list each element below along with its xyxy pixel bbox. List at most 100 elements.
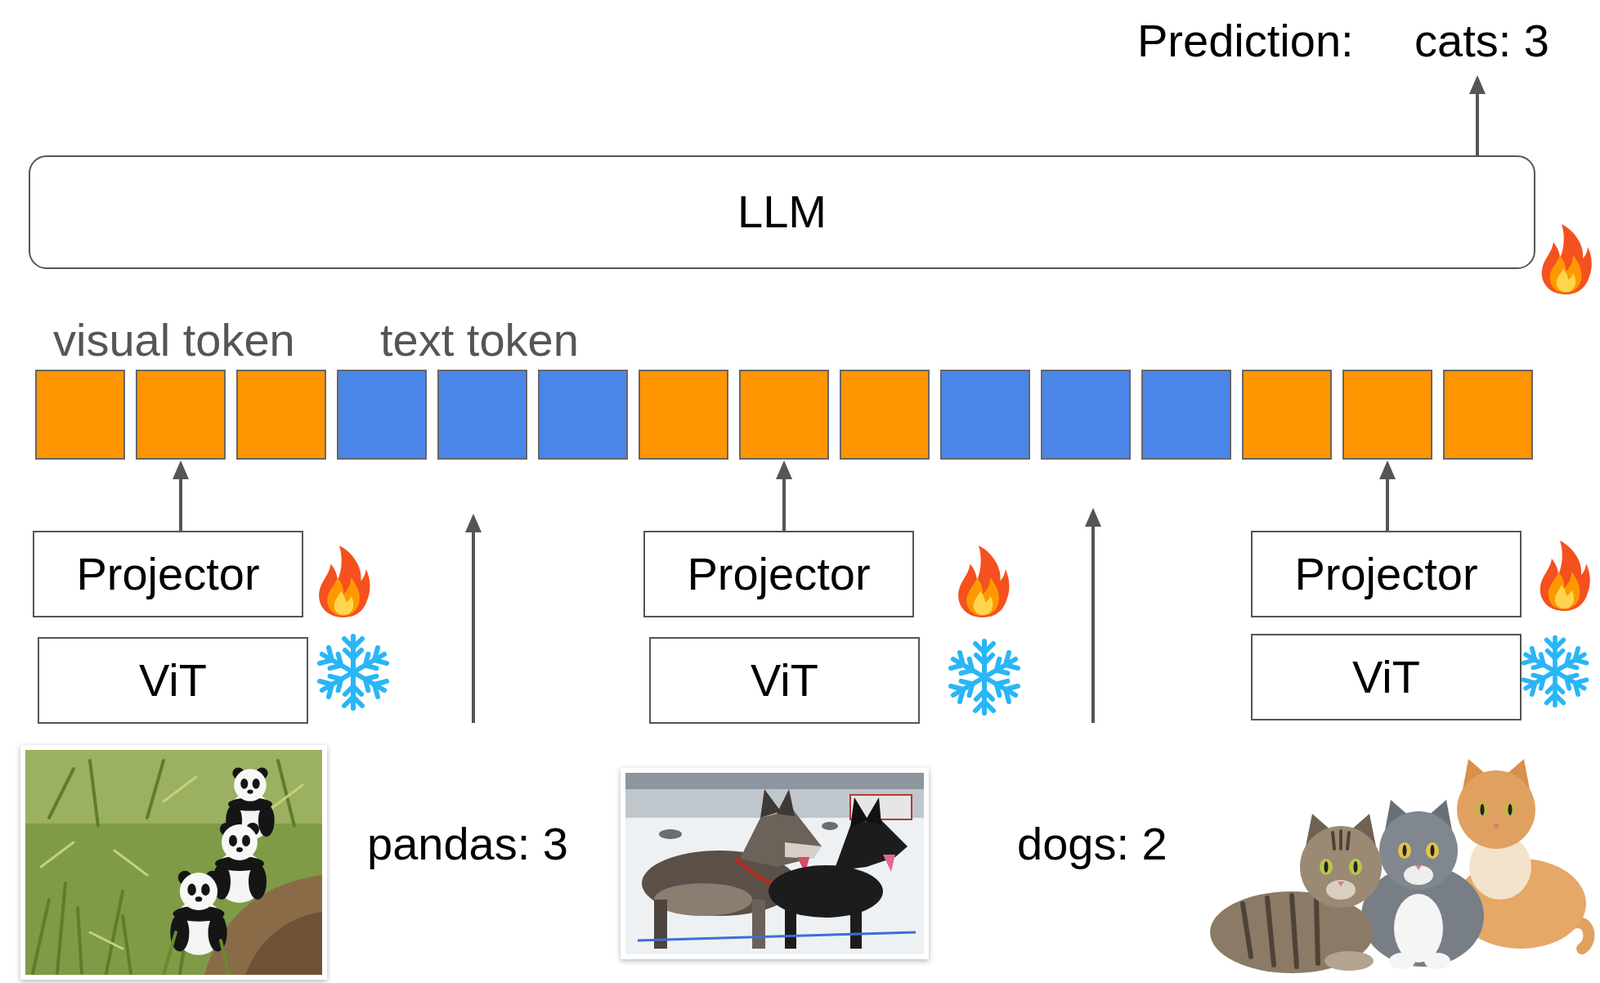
vit-box: ViT (37, 636, 309, 724)
dog-photo (658, 829, 682, 839)
cat-photo (1242, 895, 1318, 967)
frozen-icon (948, 640, 1020, 713)
cat-photo (1347, 832, 1350, 849)
token-type-label: text token (380, 313, 579, 367)
flow-arrows (1469, 75, 1486, 95)
token-row (739, 370, 829, 459)
token-row (941, 370, 1030, 459)
panda-photo (32, 760, 295, 973)
cat-photo (1402, 844, 1408, 857)
token-row (438, 370, 527, 459)
flow-arrows (775, 460, 793, 480)
module-name: LLM (737, 185, 827, 238)
module-name: Projector (686, 547, 870, 601)
dog-photo (784, 842, 822, 859)
flow-arrows (172, 460, 189, 480)
trainable-icon (318, 224, 1592, 618)
cat-photo (1267, 897, 1274, 965)
token-row (1041, 370, 1130, 459)
dog-photo (850, 797, 869, 828)
prediction-label: Prediction: (1137, 14, 1354, 68)
cat-photo (1326, 879, 1356, 900)
cat-photo (1291, 895, 1297, 967)
dog-photo (739, 809, 822, 867)
dog-photo (625, 772, 924, 955)
panda-photo (147, 760, 164, 818)
module-name: Projector (76, 547, 260, 601)
panda-photo (163, 932, 176, 975)
cat-photo (1492, 824, 1500, 830)
dog-photo (850, 903, 862, 949)
dog-photo (864, 797, 882, 825)
trainable-icon (318, 545, 370, 618)
panda-photo (212, 822, 267, 903)
cat-photo (1456, 770, 1536, 849)
cat-photo (1393, 893, 1444, 963)
token-row (538, 370, 628, 459)
dog-photo (821, 821, 839, 830)
dog-photo (654, 882, 753, 916)
token-row (35, 370, 125, 459)
cat-photo (1299, 825, 1382, 908)
cat-photo (1403, 864, 1434, 885)
token-type-label: visual token (53, 313, 296, 367)
cat-photo (1337, 881, 1345, 887)
panda-photo (163, 932, 229, 975)
trainable-icon (958, 545, 1009, 618)
dog-photo (833, 817, 908, 871)
vit-box: ViT (1250, 633, 1522, 721)
panda-photo (25, 749, 323, 975)
panda-photo (269, 784, 303, 810)
panda-photo (40, 842, 74, 867)
cat-photo (1316, 899, 1318, 964)
dog-photo (637, 932, 916, 941)
cat-photo (1349, 858, 1363, 875)
dog-photo (654, 899, 668, 949)
flow-arrows (1475, 91, 1479, 156)
token-row (35, 370, 1533, 459)
panda-photo (114, 850, 148, 875)
cat-photo (1324, 950, 1374, 971)
cat-photo (1480, 803, 1485, 816)
cat-photo (1415, 864, 1422, 870)
projector-box: Projector (643, 530, 915, 618)
panda-photo (20, 744, 328, 980)
dog-photo (882, 854, 896, 872)
panda-photo (89, 760, 99, 826)
panda-photo (170, 870, 227, 955)
cat-photo (1319, 858, 1333, 875)
panda-photo (20, 744, 328, 980)
flow-arrows (782, 476, 786, 531)
panda-photo (106, 891, 123, 973)
token-row (1242, 370, 1332, 459)
token-row (337, 370, 426, 459)
dog-photo (620, 767, 929, 960)
projector-box: Projector (1250, 530, 1522, 618)
panda-photo (77, 907, 82, 973)
flow-arrows (179, 476, 183, 531)
vit-box: ViT (649, 636, 920, 724)
flow-arrows (1084, 507, 1102, 527)
llm-box: LLM (28, 155, 1536, 269)
token-row (136, 370, 225, 459)
dog-photo (784, 903, 797, 949)
token-row (1142, 370, 1231, 459)
flow-arrows (1091, 524, 1095, 723)
cat-photo (1353, 860, 1358, 873)
cat-photo (1475, 801, 1489, 818)
token-row (1343, 370, 1432, 459)
frozen-icon (1521, 637, 1589, 706)
panda-photo (49, 768, 74, 818)
frozen-icon (317, 636, 389, 709)
panda-photo (25, 749, 323, 975)
cat-photo (1361, 864, 1484, 967)
token-row (639, 370, 728, 459)
trainable-icon (1540, 540, 1591, 611)
cat-photo (1425, 842, 1439, 859)
flow-arrows (465, 513, 482, 533)
trainable-icon (1541, 224, 1592, 295)
dog-photo (625, 772, 924, 955)
panda-photo (163, 776, 197, 802)
